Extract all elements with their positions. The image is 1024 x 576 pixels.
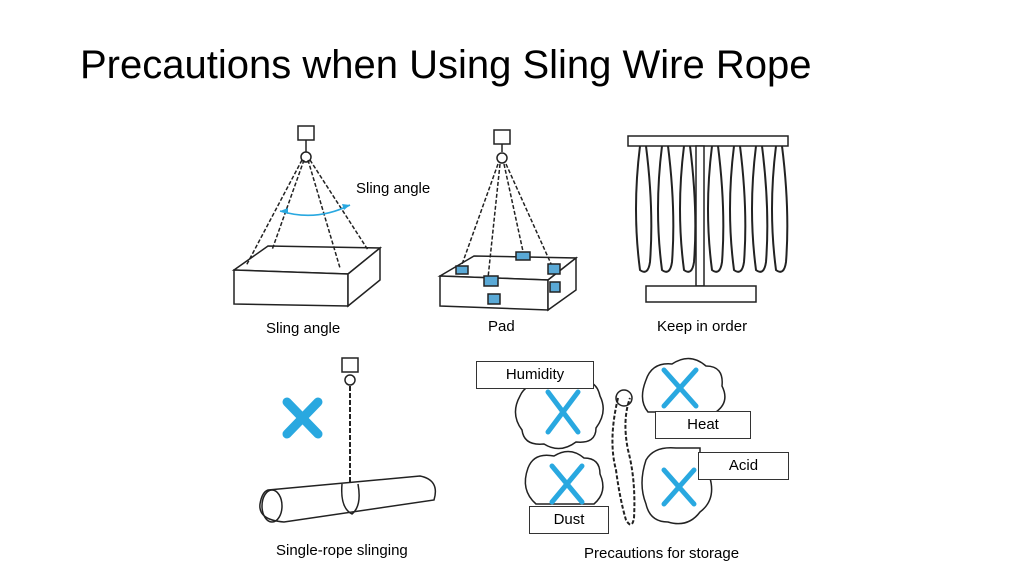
heat-label: Heat: [655, 411, 751, 439]
storage-caption: Precautions for storage: [584, 545, 740, 562]
acid-cloud: [641, 447, 713, 525]
heat-cloud: [641, 357, 726, 413]
heat-cross-icon: [661, 367, 699, 409]
sling-angle-caption: Sling angle: [266, 320, 341, 337]
dust-label: Dust: [529, 506, 609, 534]
coiled-rope: [611, 397, 636, 526]
pad-caption: Pad: [488, 318, 515, 335]
storage-illustration: [514, 357, 726, 526]
keep-in-order-caption: Keep in order: [657, 318, 748, 335]
slide-title: Precautions when Using Sling Wire Rope: [80, 43, 812, 87]
single-rope-caption: Single-rope slinging: [276, 542, 408, 559]
single-rope-illustration: [259, 357, 437, 523]
acid-label: Acid: [698, 452, 789, 480]
humidity-cross-icon: [545, 389, 581, 435]
sling-angle-illustration: [231, 125, 383, 308]
pad-illustration: [437, 129, 579, 312]
sling-angle-annotation: Sling angle: [356, 180, 431, 197]
humidity-label: Humidity: [476, 361, 594, 389]
dust-cross-icon: [549, 463, 585, 505]
no-single-rope-cross-icon: [282, 397, 323, 439]
keep-in-order-illustration: [627, 135, 789, 303]
acid-cross-icon: [661, 467, 697, 507]
dust-cloud: [524, 450, 604, 505]
